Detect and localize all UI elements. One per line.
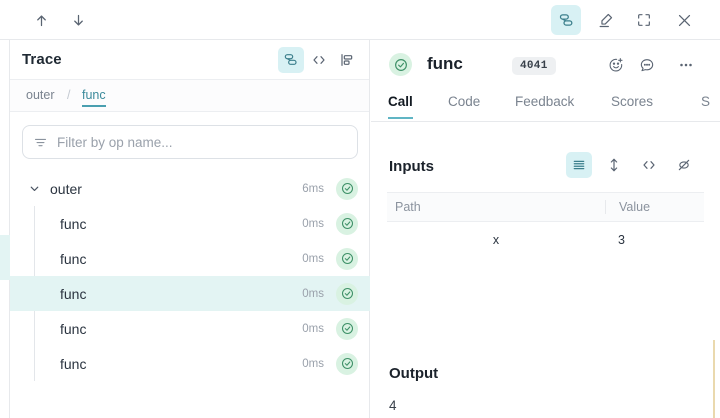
top-toolbar xyxy=(0,0,720,40)
code-icon xyxy=(643,161,655,169)
highlighter-icon xyxy=(599,13,612,27)
more-options-icon xyxy=(680,63,692,67)
filter-input[interactable]: Filter by op name... xyxy=(22,125,358,159)
call-detail-panel: func 4041 xyxy=(371,40,720,418)
column-header-path: Path xyxy=(395,200,421,214)
comment-button[interactable] xyxy=(636,54,658,76)
tree-row-func-5[interactable]: func 0ms xyxy=(10,346,370,381)
code-icon xyxy=(313,56,325,64)
tree-row-func-4[interactable]: func 0ms xyxy=(10,311,370,346)
tree-row-label: func xyxy=(60,285,87,302)
column-header-value: Value xyxy=(605,200,704,214)
hide-icon xyxy=(678,159,690,171)
status-ok-icon xyxy=(336,282,358,305)
comment-icon xyxy=(640,59,654,72)
tree-row-label: func xyxy=(60,215,87,232)
tree-row-outer[interactable]: outer 6ms xyxy=(10,171,370,206)
more-options-button[interactable] xyxy=(675,54,697,76)
inputs-table-row[interactable]: x 3 xyxy=(387,222,704,258)
status-ok-icon xyxy=(336,317,358,340)
call-tabs: Call Code Feedback Scores S xyxy=(371,88,720,122)
inputs-table: Path Value x 3 xyxy=(387,192,704,258)
inputs-list-view-button[interactable] xyxy=(566,152,592,178)
inputs-hide-button[interactable] xyxy=(671,152,697,178)
gantt-icon xyxy=(341,54,353,66)
status-ok-icon xyxy=(336,177,358,200)
add-reaction-icon xyxy=(609,58,623,72)
trace-panel-header: Trace xyxy=(10,40,369,80)
inputs-table-header: Path Value xyxy=(387,192,704,222)
tab-code[interactable]: Code xyxy=(448,94,481,109)
list-view-icon xyxy=(573,160,585,170)
trace-tree-view-button[interactable] xyxy=(278,47,304,73)
panel-scrollbar[interactable] xyxy=(713,340,715,418)
tree-row-func-1[interactable]: func 0ms xyxy=(10,206,370,241)
output-section: Output 4 xyxy=(389,365,438,413)
nav-down-button[interactable] xyxy=(65,7,91,33)
up-arrow-icon xyxy=(36,15,46,26)
cell-path: x xyxy=(492,233,500,247)
close-icon xyxy=(678,14,690,26)
breadcrumb-item-func[interactable]: func xyxy=(82,88,106,107)
cell-value: 3 xyxy=(618,233,625,247)
layers-icon xyxy=(559,13,572,26)
add-reaction-button[interactable] xyxy=(605,54,627,76)
filter-icon xyxy=(33,135,48,150)
layers-icon xyxy=(284,54,297,65)
tree-row-label: outer xyxy=(50,180,82,197)
background-panel-sliver xyxy=(0,40,10,418)
chevron-down-icon[interactable] xyxy=(28,182,41,195)
tab-summary-truncated[interactable]: S xyxy=(701,94,711,109)
trace-code-view-button[interactable] xyxy=(306,47,332,73)
inputs-code-view-button[interactable] xyxy=(636,152,662,178)
status-ok-icon xyxy=(336,352,358,375)
status-ok-icon xyxy=(336,212,358,235)
filter-placeholder: Filter by op name... xyxy=(57,134,173,150)
expand-rows-icon xyxy=(610,158,618,172)
tree-row-func-2[interactable]: func 0ms xyxy=(10,241,370,276)
call-title: func xyxy=(427,54,463,73)
fullscreen-icon xyxy=(638,14,650,26)
nav-up-button[interactable] xyxy=(28,7,54,33)
tree-row-label: func xyxy=(60,355,87,372)
tab-feedback[interactable]: Feedback xyxy=(515,94,575,109)
tree-row-label: func xyxy=(60,320,87,337)
annotate-button[interactable] xyxy=(592,7,618,33)
status-ok-icon xyxy=(336,247,358,270)
tree-row-duration: 0ms xyxy=(302,287,324,300)
toggle-trace-panel-button[interactable] xyxy=(551,5,581,35)
fullscreen-button[interactable] xyxy=(631,7,657,33)
inputs-expand-rows-button[interactable] xyxy=(601,152,627,178)
down-arrow-icon xyxy=(73,14,83,25)
trace-gantt-view-button[interactable] xyxy=(334,47,360,73)
tree-row-duration: 0ms xyxy=(302,322,324,335)
breadcrumb-separator: / xyxy=(67,88,71,102)
tab-scores[interactable]: Scores xyxy=(611,94,654,109)
call-status-ok-icon xyxy=(389,53,412,76)
tab-call[interactable]: Call xyxy=(388,94,413,119)
trace-panel: Trace oute xyxy=(10,40,370,418)
trace-tree: outer 6ms func 0ms xyxy=(10,171,370,381)
filter-field-wrapper: Filter by op name... xyxy=(22,125,358,159)
call-id-badge[interactable]: 4041 xyxy=(512,57,556,75)
tree-row-duration: 0ms xyxy=(302,217,324,230)
tree-row-duration: 0ms xyxy=(302,357,324,370)
tree-row-duration: 0ms xyxy=(302,252,324,265)
inputs-title: Inputs xyxy=(389,158,434,175)
background-panel-highlight xyxy=(0,235,10,280)
tree-row-func-3[interactable]: func 0ms xyxy=(10,276,370,311)
tree-row-duration: 6ms xyxy=(302,182,324,195)
output-title: Output xyxy=(389,365,439,382)
call-header: func 4041 xyxy=(371,40,720,88)
close-button[interactable] xyxy=(671,7,697,33)
tree-row-label: func xyxy=(60,250,87,267)
output-value: 4 xyxy=(389,398,397,413)
trace-panel-title: Trace xyxy=(22,51,62,68)
breadcrumb: outer / func xyxy=(10,80,369,112)
breadcrumb-item-outer[interactable]: outer xyxy=(26,88,55,102)
